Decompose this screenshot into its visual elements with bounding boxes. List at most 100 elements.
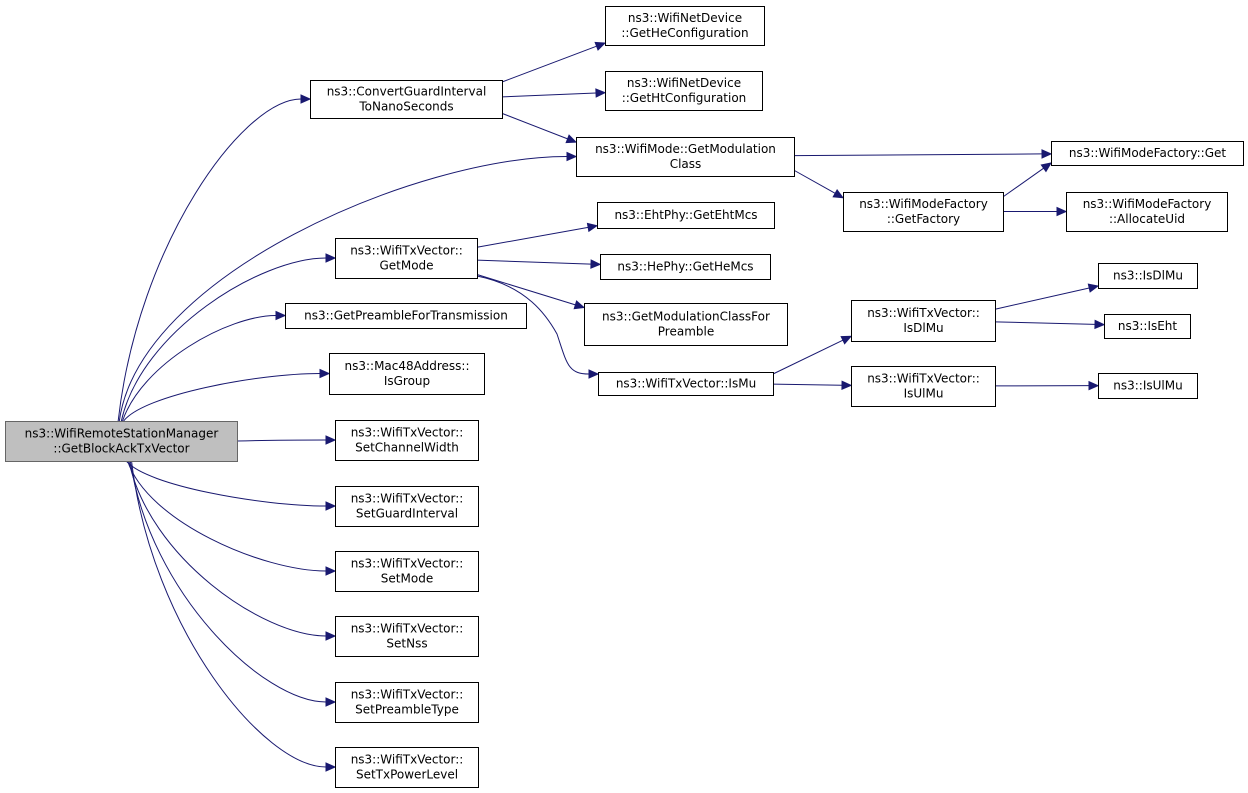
node-label-line: ns3::WifiTxVector:: xyxy=(351,622,464,636)
node-eht-mcs[interactable]: ns3::EhtPhy::GetEhtMcs xyxy=(597,202,775,229)
node-is-dl-mu-vec[interactable]: ns3::WifiTxVector::IsDlMu xyxy=(851,300,996,342)
node-box xyxy=(335,682,479,723)
node-get-he-conf[interactable]: ns3::WifiNetDevice::GetHeConfiguration xyxy=(605,6,765,46)
arrowhead-get_he_conf xyxy=(594,41,607,51)
edge-root-to-set_nss xyxy=(128,460,327,637)
arrowhead-is_eht xyxy=(1094,319,1106,330)
node-box xyxy=(598,372,774,396)
node-box xyxy=(335,747,479,788)
node-label-line: ns3::WifiModeFactory xyxy=(1083,197,1212,211)
edge-convert_gi-to-get_mod_class xyxy=(501,112,568,140)
arrowhead-set_tx_power xyxy=(325,762,337,772)
edge-root-to-set_preamble_type xyxy=(129,460,327,703)
arrowhead-is_ul_mu xyxy=(1088,380,1100,391)
arrowhead-mod_class_preamble xyxy=(573,300,586,310)
node-box xyxy=(329,353,485,395)
edge-root-to-get_mod_class xyxy=(118,156,568,422)
node-set-guard-interval[interactable]: ns3::WifiTxVector::SetGuardInterval xyxy=(335,486,479,527)
node-is-group[interactable]: ns3::Mac48Address::IsGroup xyxy=(329,353,485,395)
edge-convert_gi-to-get_ht_conf xyxy=(501,92,597,98)
node-label-line: ns3::GetModulationClassFor xyxy=(602,310,770,324)
node-box xyxy=(600,254,771,280)
node-label-line: ns3::EhtPhy::GetEhtMcs xyxy=(614,208,757,222)
node-is-mu-vec[interactable]: ns3::WifiTxVector::IsMu xyxy=(598,372,774,396)
edge-is_dl_mu_vec-to-is_eht xyxy=(994,321,1096,325)
node-is-ul-mu-vec[interactable]: ns3::WifiTxVector::IsUlMu xyxy=(851,366,996,407)
edge-get_factory-to-factory_get xyxy=(1002,167,1044,198)
node-is-ul-mu[interactable]: ns3::IsUlMu xyxy=(1098,373,1198,399)
node-box xyxy=(335,486,479,527)
node-get-ht-conf[interactable]: ns3::WifiNetDevice::GetHtConfiguration xyxy=(605,71,763,111)
edge-get_mod_class-to-get_factory xyxy=(793,169,836,194)
arrowhead-factory_get xyxy=(1040,162,1053,173)
node-is-eht[interactable]: ns3::IsEht xyxy=(1104,314,1191,339)
node-label-line: ns3::IsDlMu xyxy=(1113,269,1183,283)
node-box xyxy=(576,137,795,177)
node-label-line: ::AllocateUid xyxy=(1109,212,1185,226)
edge-get_mod_class-to-factory_get xyxy=(793,153,1043,157)
node-box xyxy=(335,238,478,279)
edge-root-to-get_mode xyxy=(120,257,327,422)
node-label-line: ns3::IsEht xyxy=(1118,319,1178,333)
node-label-line: ns3::WifiTxVector:: xyxy=(867,372,980,386)
arrowhead-set_guard_interval xyxy=(325,501,337,511)
call-graph-edges xyxy=(117,41,1106,772)
node-set-tx-power[interactable]: ns3::WifiTxVector::SetTxPowerLevel xyxy=(335,747,479,788)
node-box xyxy=(335,551,479,592)
node-factory-get[interactable]: ns3::WifiModeFactory::Get xyxy=(1051,141,1244,166)
node-allocate-uid[interactable]: ns3::WifiModeFactory::AllocateUid xyxy=(1066,192,1228,232)
node-get-mode[interactable]: ns3::WifiTxVector::GetMode xyxy=(335,238,478,279)
node-label-line: ns3::IsUlMu xyxy=(1113,379,1182,393)
arrowhead-is_ul_mu_vec xyxy=(841,380,853,390)
arrowhead-eht_mcs xyxy=(586,222,599,233)
node-label-line: GetMode xyxy=(379,259,433,273)
node-get-mod-class[interactable]: ns3::WifiMode::GetModulationClass xyxy=(576,137,795,177)
node-get-preamble-tx[interactable]: ns3::GetPreambleForTransmission xyxy=(285,303,527,329)
edge-root-to-get_preamble_tx xyxy=(122,315,277,422)
node-label-line: ns3::WifiTxVector:: xyxy=(867,306,980,320)
edge-root-to-set_guard_interval xyxy=(125,460,327,507)
node-label-line: ns3::WifiTxVector:: xyxy=(351,753,464,767)
node-box xyxy=(605,71,763,111)
arrowhead-set_preamble_type xyxy=(325,697,337,707)
node-box xyxy=(335,616,479,657)
node-label-line: ns3::WifiTxVector:: xyxy=(351,557,464,571)
edge-get_mode-to-is_mu_vec xyxy=(476,275,590,375)
node-label-line: SetChannelWidth xyxy=(355,441,459,455)
arrowhead-is_dl_mu xyxy=(1087,283,1100,293)
node-label-line: ns3::WifiNetDevice xyxy=(627,76,741,90)
node-box xyxy=(335,420,479,461)
node-label-line: Preamble xyxy=(658,325,714,339)
node-set-mode[interactable]: ns3::WifiTxVector::SetMode xyxy=(335,551,479,592)
node-set-nss[interactable]: ns3::WifiTxVector::SetNss xyxy=(335,616,479,657)
arrowhead-is_dl_mu_vec xyxy=(840,335,853,345)
node-get-factory[interactable]: ns3::WifiModeFactory::GetFactory xyxy=(843,192,1004,232)
edge-is_dl_mu_vec-to-is_dl_mu xyxy=(994,287,1090,310)
node-label-line: IsGroup xyxy=(384,374,430,388)
node-box xyxy=(310,80,503,119)
node-label-line: ToNanoSeconds xyxy=(358,100,453,114)
node-root[interactable]: ns3::WifiRemoteStationManager::GetBlockA… xyxy=(5,421,238,462)
node-label-line: Class xyxy=(670,157,702,171)
node-is-dl-mu[interactable]: ns3::IsDlMu xyxy=(1098,263,1198,289)
node-label-line: ::GetHtConfiguration xyxy=(622,91,747,105)
node-he-mcs[interactable]: ns3::HePhy::GetHeMcs xyxy=(600,254,771,280)
node-label-line: ::GetBlockAckTxVector xyxy=(53,442,189,456)
node-box xyxy=(851,300,996,342)
node-set-preamble-type[interactable]: ns3::WifiTxVector::SetPreambleType xyxy=(335,682,479,723)
arrowhead-set_nss xyxy=(325,631,337,641)
node-box xyxy=(843,192,1004,232)
call-graph-nodes: ns3::WifiRemoteStationManager::GetBlockA… xyxy=(5,6,1244,788)
node-label-line: ::GetHeConfiguration xyxy=(621,26,748,40)
node-label-line: ns3::Mac48Address:: xyxy=(344,359,469,373)
node-box xyxy=(5,421,238,462)
edge-root-to-set_mode xyxy=(127,460,327,572)
node-box xyxy=(285,303,527,329)
arrowhead-set_mode xyxy=(325,566,337,576)
node-label-line: IsUlMu xyxy=(904,387,944,401)
node-set-channel-width[interactable]: ns3::WifiTxVector::SetChannelWidth xyxy=(335,420,479,461)
arrowhead-get_mod_class xyxy=(566,151,578,162)
node-label-line: ns3::ConvertGuardInterval xyxy=(327,85,487,99)
